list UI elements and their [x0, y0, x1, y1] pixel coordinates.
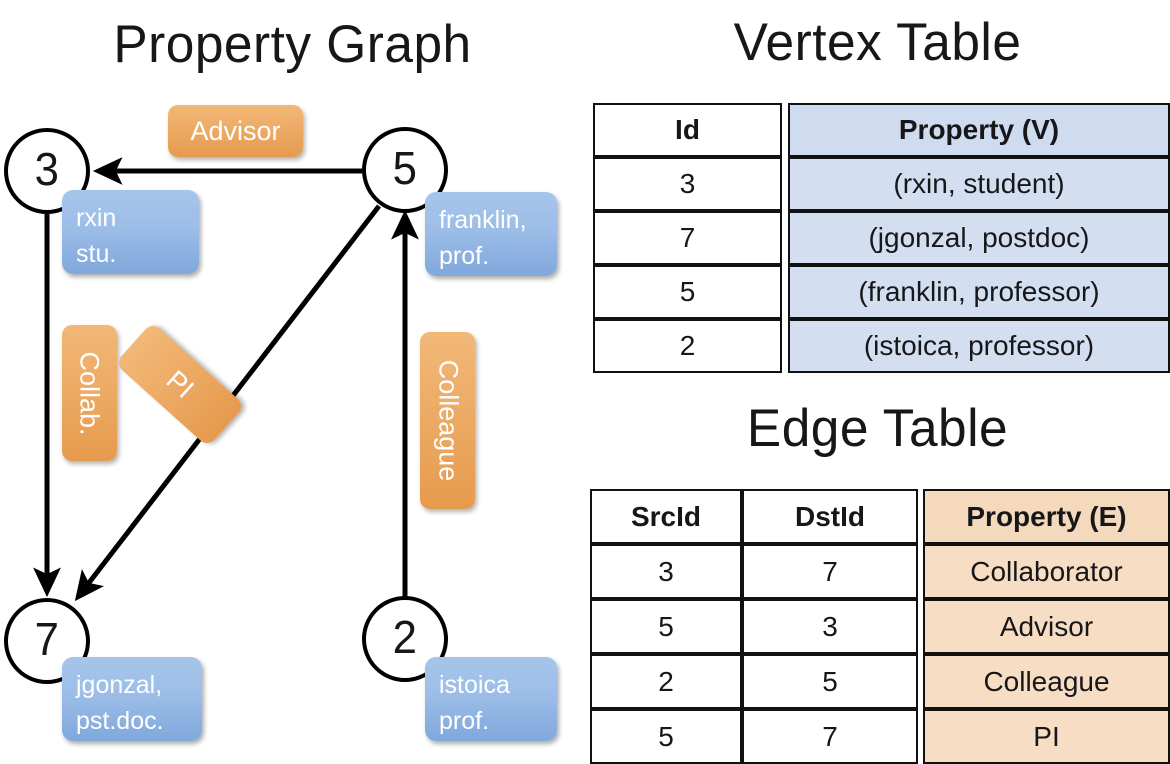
table-row[interactable]: 2 (istoica, professor)	[593, 319, 1170, 373]
edge-row-1-property: Advisor	[923, 599, 1170, 654]
edge-row-3-dst: 7	[742, 709, 918, 764]
edge-label-collab-text: Collab.	[75, 350, 106, 436]
vertex-property-2-line-1: istoica	[439, 671, 510, 699]
edge-label-collab: Collab.	[62, 325, 117, 461]
edge-row-1-dst: 3	[742, 599, 918, 654]
vertex-property-7-line-2: pst.doc.	[76, 707, 164, 736]
edge-table-header-property: Property (E)	[923, 489, 1170, 544]
vertex-row-2-id: 5	[593, 265, 782, 319]
vertex-table: Id Property (V) 3 (rxin, student) 7 (jgo…	[593, 103, 1170, 373]
edge-table-gutter	[918, 709, 923, 764]
table-row[interactable]: 5 (franklin, professor)	[593, 265, 1170, 319]
edge-table-gutter	[918, 544, 923, 599]
edge-row-0-dst: 7	[742, 544, 918, 599]
table-row[interactable]: 5 3 Advisor	[590, 599, 1170, 654]
table-row[interactable]: 7 (jgonzal, postdoc)	[593, 211, 1170, 265]
vertex-property-box-3: rxin stu.	[62, 190, 199, 274]
vertex-property-box-5: franklin, prof.	[425, 192, 557, 276]
vertex-table-gutter	[782, 211, 788, 265]
edge-label-colleague-text: Colleague	[433, 359, 463, 482]
graph-node-2[interactable]: 2	[362, 596, 448, 682]
vertex-row-3-id: 2	[593, 319, 782, 373]
edge-table-header-srcid: SrcId	[590, 489, 742, 544]
vertex-row-0-id: 3	[593, 157, 782, 211]
edge-table-gutter	[918, 489, 923, 544]
property-graph-diagram: 3 5 7 2 rxin stu. franklin, prof. jgonza…	[0, 0, 585, 760]
table-row[interactable]: 3 7 Collaborator	[590, 544, 1170, 599]
edge-row-2-src: 2	[590, 654, 742, 709]
edge-row-0-property: Collaborator	[923, 544, 1170, 599]
graph-node-2-label: 2	[392, 611, 418, 663]
vertex-property-5-line-2: prof.	[439, 242, 490, 271]
vertex-table-gutter	[782, 157, 788, 211]
vertex-row-1-property: (jgonzal, postdoc)	[788, 211, 1170, 265]
graph-node-7-label: 7	[34, 613, 60, 665]
vertex-property-2-line-2: prof.	[439, 707, 490, 736]
edge-label-advisor: Advisor	[168, 105, 303, 157]
table-row[interactable]: 2 5 Colleague	[590, 654, 1170, 709]
edge-row-3-property: PI	[923, 709, 1170, 764]
edge-table-header-dstid: DstId	[742, 489, 918, 544]
vertex-property-5-line-1: franklin,	[439, 206, 527, 234]
graph-node-5-label: 5	[392, 142, 418, 194]
edge-row-2-dst: 5	[742, 654, 918, 709]
vertex-table-gutter	[782, 265, 788, 319]
table-row[interactable]: 5 7 PI	[590, 709, 1170, 764]
vertex-table-gutter	[782, 319, 788, 373]
edge-table-gutter	[918, 654, 923, 709]
edge-label-pi-text: PI	[160, 364, 200, 404]
edge-table: SrcId DstId Property (E) 3 7 Collaborato…	[590, 489, 1170, 764]
vertex-property-7-line-1: jgonzal,	[76, 671, 163, 699]
page-title-vertex-table: Vertex Table	[733, 13, 1022, 72]
vertex-property-3-line-2: stu.	[76, 240, 117, 269]
page-title-property-graph: Property Graph	[113, 15, 472, 74]
vertex-table-header-row: Id Property (V)	[593, 103, 1170, 157]
edge-label-advisor-text: Advisor	[190, 115, 281, 146]
vertex-table-header-property: Property (V)	[788, 103, 1170, 157]
graph-node-3-label: 3	[34, 143, 60, 195]
edge-row-2-property: Colleague	[923, 654, 1170, 709]
table-row[interactable]: 3 (rxin, student)	[593, 157, 1170, 211]
edge-row-3-src: 5	[590, 709, 742, 764]
vertex-row-2-property: (franklin, professor)	[788, 265, 1170, 319]
vertex-row-1-id: 7	[593, 211, 782, 265]
vertex-row-0-property: (rxin, student)	[788, 157, 1170, 211]
vertex-property-box-7: jgonzal, pst.doc.	[62, 657, 202, 741]
vertex-property-box-2: istoica prof.	[425, 657, 557, 741]
edge-table-header-row: SrcId DstId Property (E)	[590, 489, 1170, 544]
vertex-row-3-property: (istoica, professor)	[788, 319, 1170, 373]
edge-row-0-src: 3	[590, 544, 742, 599]
vertex-table-header-id: Id	[593, 103, 782, 157]
edge-row-1-src: 5	[590, 599, 742, 654]
vertex-table-gutter	[782, 103, 788, 157]
vertex-property-3-line-1: rxin	[76, 204, 117, 232]
edge-label-colleague: Colleague	[420, 332, 475, 509]
edge-table-gutter	[918, 599, 923, 654]
page-title-edge-table: Edge Table	[746, 399, 1009, 458]
